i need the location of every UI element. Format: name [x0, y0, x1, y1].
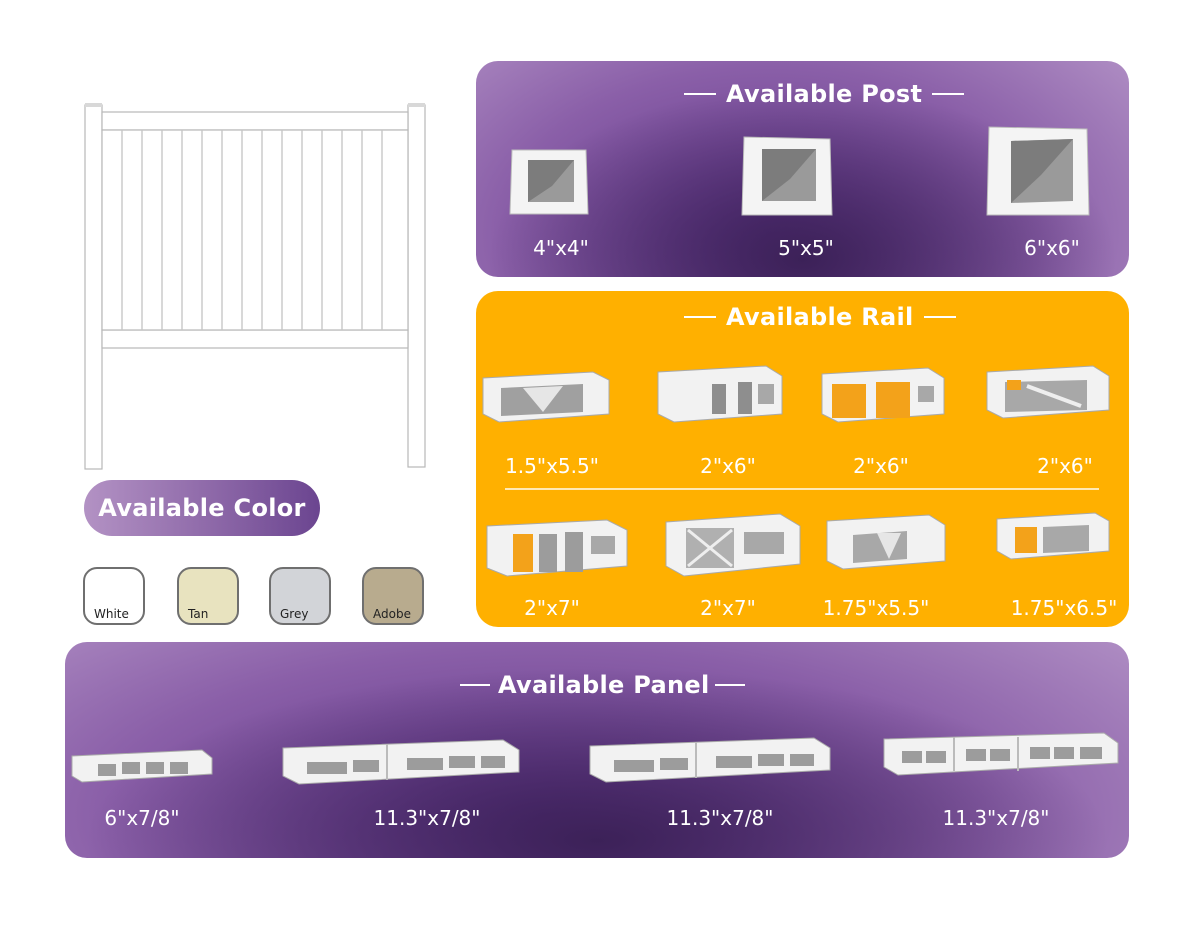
heading-rule: [684, 93, 716, 95]
post-size-label: 6"x6": [1024, 236, 1080, 260]
rail-section: [476, 291, 1129, 627]
rail-profile-image: [986, 365, 1110, 419]
available-color-title: Available Color: [84, 480, 320, 536]
privacy-fence-image: [84, 103, 426, 470]
post-5x5-image: [741, 136, 833, 216]
rail-profile-image: [486, 519, 628, 577]
swatch-grey[interactable]: Grey: [269, 567, 331, 625]
rail-profile-image: [826, 514, 946, 570]
panel-profile-image: [282, 739, 520, 785]
rail-size-label: 1.75"x5.5": [822, 596, 930, 620]
swatch-label: White: [94, 607, 129, 621]
panel-section-title: Available Panel: [498, 671, 710, 699]
panel-size-label: 6"x7/8": [104, 806, 180, 830]
rail-profile-image: [482, 371, 610, 423]
post-section-heading: Available Post: [674, 80, 974, 108]
swatch-white[interactable]: White: [83, 567, 145, 625]
rail-size-label: 2"x7": [700, 596, 756, 620]
panel-profile-image: [71, 749, 213, 783]
rail-size-label: 1.75"x6.5": [1010, 596, 1118, 620]
rail-size-label: 2"x7": [524, 596, 580, 620]
panel-size-label: 11.3"x7/8": [942, 806, 1050, 830]
heading-rule: [923, 316, 956, 318]
rail-size-label: 2"x6": [700, 454, 756, 478]
rail-profile-image: [665, 513, 801, 577]
rail-section-title: Available Rail: [726, 303, 914, 331]
rail-size-label: 1.5"x5.5": [505, 454, 599, 478]
swatch-label: Adobe: [373, 607, 411, 621]
rail-size-label: 2"x6": [1037, 454, 1093, 478]
heading-rule: [932, 93, 965, 95]
post-4x4-image: [509, 149, 589, 215]
post-size-label: 5"x5": [778, 236, 834, 260]
rail-profile-image: [657, 365, 783, 423]
rail-section-heading: Available Rail: [674, 303, 966, 331]
rail-size-label: 2"x6": [853, 454, 909, 478]
panel-profile-image: [589, 737, 831, 783]
rail-profile-image: [996, 512, 1110, 560]
post-size-label: 4"x4": [533, 236, 589, 260]
rail-row-divider: [505, 488, 1099, 490]
panel-size-label: 11.3"x7/8": [666, 806, 774, 830]
heading-rule: [715, 684, 746, 686]
panel-size-label: 11.3"x7/8": [373, 806, 481, 830]
panel-section-heading: Available Panel: [460, 671, 746, 699]
post-section-title: Available Post: [726, 80, 923, 108]
swatch-label: Grey: [280, 607, 309, 621]
swatch-adobe[interactable]: Adobe: [362, 567, 424, 625]
swatch-label: Tan: [188, 607, 209, 621]
rail-profile-image: [821, 367, 945, 423]
post-6x6-image: [986, 126, 1090, 216]
panel-profile-image: [883, 732, 1119, 776]
heading-rule: [684, 316, 716, 318]
heading-rule: [460, 684, 490, 686]
swatch-tan[interactable]: Tan: [177, 567, 239, 625]
